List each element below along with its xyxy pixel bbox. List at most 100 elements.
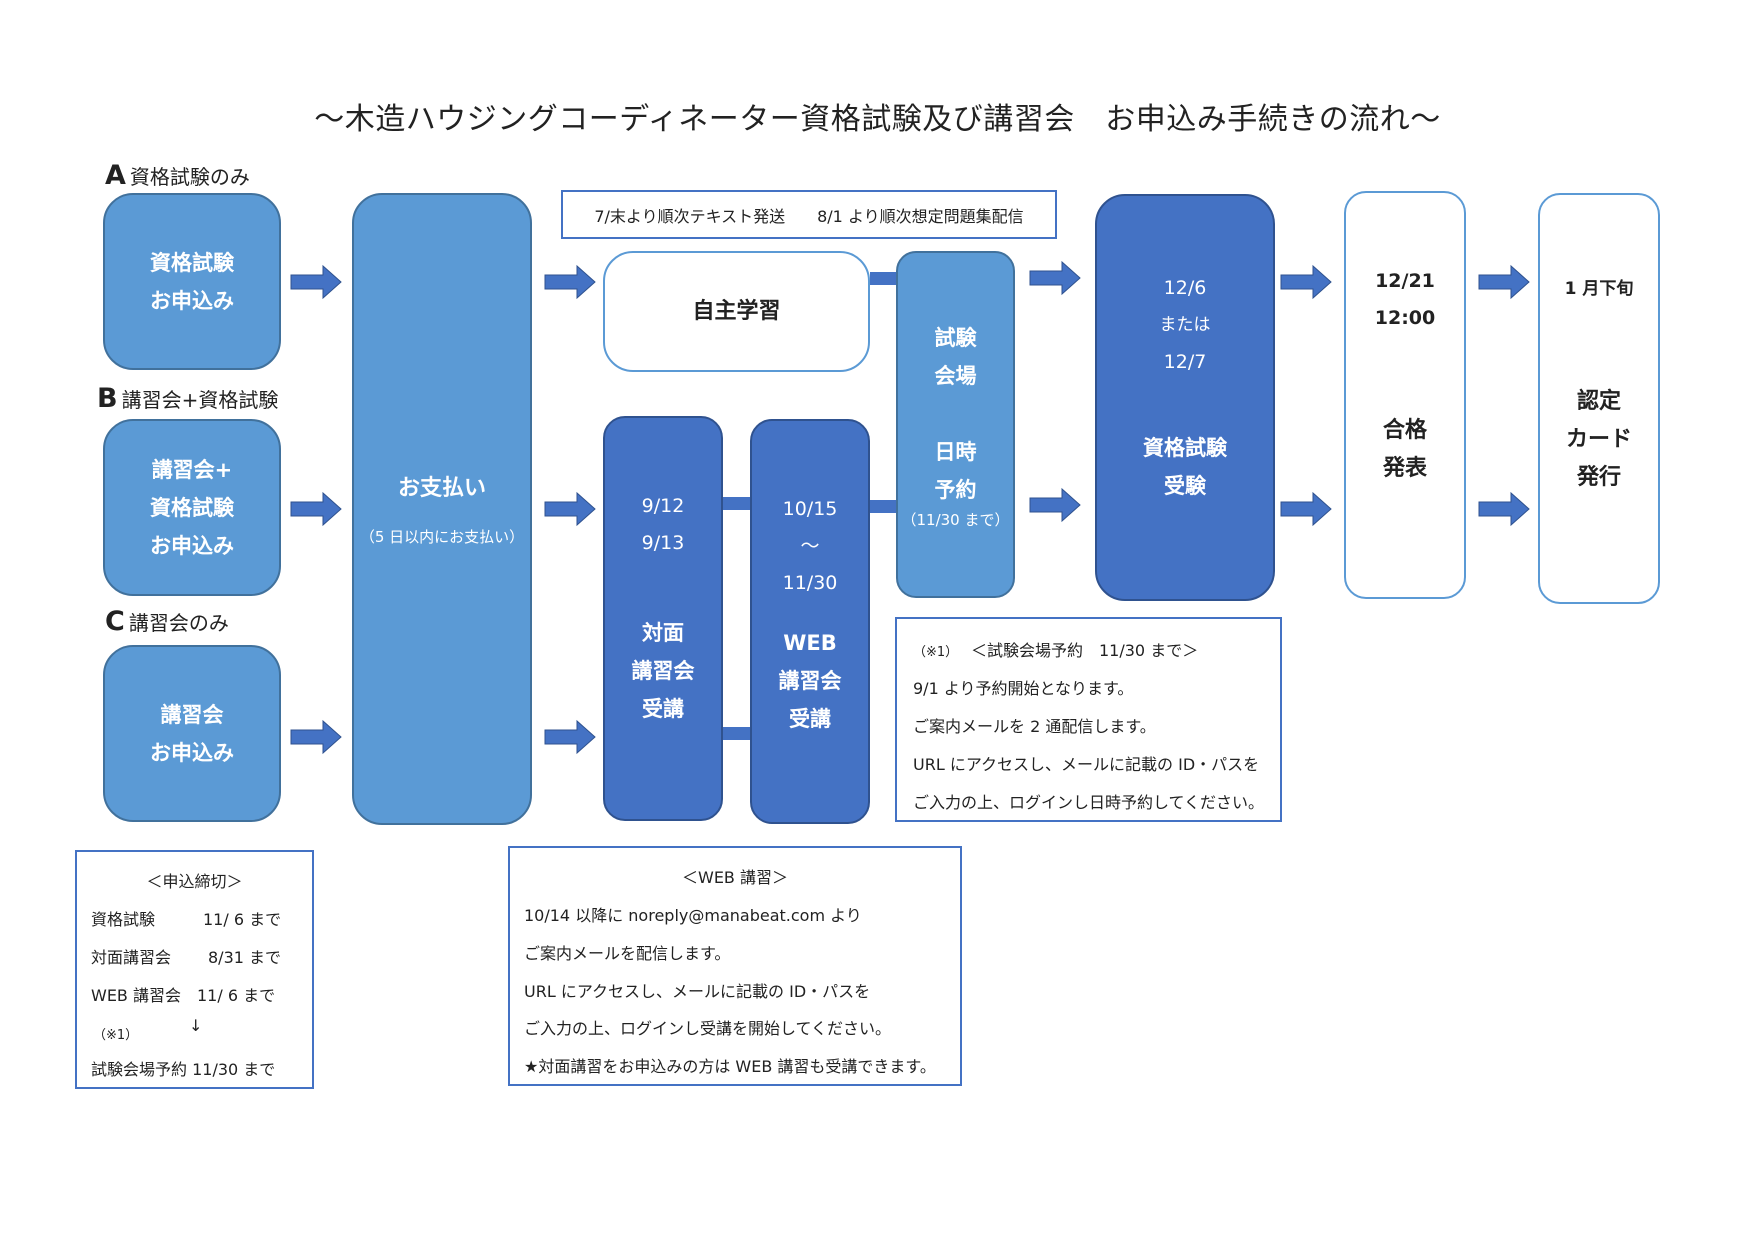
- face-lecture-label-3: 受講: [642, 697, 684, 721]
- connector-web-reserve: [870, 500, 896, 513]
- exam-label-2: 受験: [1164, 474, 1206, 498]
- apply-c-line-2: お申込み: [150, 740, 234, 765]
- exam-date-2: または: [1159, 315, 1211, 335]
- page-title: ～木造ハウジングコーディネーター資格試験及び講習会 お申込み手続きの流れ～: [314, 102, 1441, 137]
- card-box: 1 月下旬 認定 カード 発行: [1538, 193, 1660, 604]
- arrow-apply-c: [290, 720, 342, 754]
- web-lecture-date-2: ～: [800, 535, 820, 557]
- deadline-note: ＜申込締切＞ 資格試験 11/ 6 まで 対面講習会 8/31 まで WEB 講…: [75, 850, 314, 1089]
- group-a-text: 資格試験のみ: [129, 165, 250, 189]
- reservation-note: （11/30 まで）: [901, 510, 1010, 529]
- deadline-row-2-name: 対面講習会: [91, 948, 172, 967]
- arrow-pay-study: [544, 265, 596, 299]
- group-a-letter: A: [105, 160, 126, 191]
- exam-date-3: 12/7: [1163, 351, 1207, 373]
- exam-box: 12/6 または 12/7 資格試験 受験: [1095, 194, 1275, 601]
- web-note-line-4: ご入力の上、ログインし受講を開始してください。: [524, 1019, 892, 1038]
- face-lecture-date-1: 9/12: [641, 495, 685, 517]
- apply-a-line-1: 資格試験: [150, 250, 234, 275]
- arrow-result-card-bottom: [1478, 492, 1530, 526]
- arrow-reserve-exam-bottom: [1029, 488, 1081, 522]
- arrow-reserve-exam-top: [1029, 261, 1081, 295]
- web-note-line-5: ★対面講習をお申込みの方は WEB 講習も受講できます。: [524, 1057, 936, 1076]
- reservation-note-line-3: URL にアクセスし、メールに記載の ID・パスを: [913, 755, 1260, 774]
- apply-a-line-2: お申込み: [150, 288, 234, 313]
- reservation-note-ref: （※1）: [913, 645, 959, 660]
- web-lecture-label-2: 講習会: [778, 669, 842, 693]
- arrow-apply-b: [290, 492, 342, 526]
- apply-b-line-1: 講習会+: [151, 457, 233, 482]
- reservation-note-header: ＜試験会場予約 11/30 まで＞: [971, 641, 1199, 660]
- text-shipping-notice-text: 7/末より順次テキスト発送 8/1 より順次想定問題集配信: [594, 206, 1024, 226]
- connector-face-web-top: [723, 497, 750, 510]
- web-lecture-date-3: 11/30: [782, 572, 838, 594]
- face-lecture-label-1: 対面: [642, 621, 684, 645]
- arrow-apply-a: [290, 265, 342, 299]
- apply-a-box: 資格試験 お申込み: [103, 193, 281, 370]
- payment-note: （5 日以内にお支払い）: [359, 528, 525, 546]
- reservation-note-line-1: 9/1 より予約開始となります。: [913, 679, 1134, 698]
- web-lecture-note: ＜WEB 講習＞ 10/14 以降に noreply@manabeat.com …: [508, 846, 962, 1086]
- exam-label-1: 資格試験: [1143, 436, 1227, 460]
- result-date-2: 12:00: [1374, 307, 1436, 329]
- reservation-note-line-2: ご案内メールを 2 通配信します。: [913, 717, 1156, 736]
- reservation-note: （※1） ＜試験会場予約 11/30 まで＞ 9/1 より予約開始となります。 …: [895, 617, 1282, 822]
- connector-face-web-bottom: [723, 727, 750, 740]
- reservation-label-2: 会場: [934, 363, 977, 388]
- arrow-result-card-top: [1478, 265, 1530, 299]
- web-lecture-box: 10/15 ～ 11/30 WEB 講習会 受講: [750, 419, 870, 824]
- web-note-line-1: 10/14 以降に noreply@manabeat.com より: [524, 906, 862, 925]
- deadline-down-arrow: ↓: [189, 1016, 203, 1035]
- deadline-header: ＜申込締切＞: [146, 872, 243, 891]
- text-shipping-notice: 7/末より順次テキスト発送 8/1 より順次想定問題集配信: [561, 190, 1057, 239]
- web-lecture-date-1: 10/15: [782, 498, 838, 520]
- arrow-exam-result-bottom: [1280, 492, 1332, 526]
- arrow-pay-face-c: [544, 720, 596, 754]
- deadline-last: 試験会場予約 11/30 まで: [91, 1060, 276, 1079]
- reservation-note-line-4: ご入力の上、ログインし日時予約してください。: [913, 793, 1265, 812]
- self-study-box: 自主学習: [603, 251, 870, 372]
- web-lecture-label-1: WEB: [783, 631, 837, 655]
- payment-label: お支払い: [397, 476, 486, 501]
- result-date-1: 12/21: [1375, 270, 1435, 292]
- connector-study-reserve: [870, 272, 896, 285]
- result-label-1: 合格: [1382, 418, 1427, 443]
- exam-date-1: 12/6: [1163, 277, 1207, 299]
- web-note-line-3: URL にアクセスし、メールに記載の ID・パスを: [524, 982, 871, 1001]
- face-lecture-date-2: 9/13: [641, 532, 685, 554]
- reservation-label-1: 試験: [934, 325, 977, 350]
- deadline-ref: （※1）: [93, 1028, 139, 1043]
- web-note-header: ＜WEB 講習＞: [682, 868, 788, 887]
- web-note-line-2: ご案内メールを配信します。: [524, 944, 731, 963]
- card-label-1: 認定: [1576, 389, 1621, 414]
- deadline-row-3-name: WEB 講習会: [91, 986, 181, 1005]
- apply-b-line-3: お申込み: [150, 533, 234, 558]
- card-label-2: カード: [1565, 427, 1632, 452]
- result-label-2: 発表: [1382, 456, 1427, 481]
- self-study-label: 自主学習: [692, 298, 781, 324]
- face-lecture-label-2: 講習会: [631, 659, 695, 683]
- apply-c-box: 講習会 お申込み: [103, 645, 281, 822]
- group-c-letter: C: [105, 606, 125, 637]
- reservation-label-3: 日時: [934, 439, 977, 464]
- apply-c-line-1: 講習会: [160, 702, 224, 727]
- deadline-row-1-value: 11/ 6 まで: [203, 910, 282, 929]
- group-b-text: 講習会+資格試験: [121, 388, 279, 412]
- arrow-pay-face: [544, 492, 596, 526]
- group-c-text: 講習会のみ: [128, 611, 229, 635]
- deadline-row-1-name: 資格試験: [91, 910, 156, 929]
- reservation-box: 試験 会場 日時 予約 （11/30 まで）: [896, 251, 1015, 598]
- apply-b-box: 講習会+ 資格試験 お申込み: [103, 419, 281, 596]
- arrow-exam-result-top: [1280, 265, 1332, 299]
- reservation-label-4: 予約: [934, 477, 977, 502]
- payment-box: お支払い （5 日以内にお支払い）: [352, 193, 532, 825]
- web-lecture-label-3: 受講: [789, 707, 831, 731]
- result-box: 12/21 12:00 合格 発表: [1344, 191, 1466, 599]
- apply-b-line-2: 資格試験: [150, 495, 234, 520]
- card-date: 1 月下旬: [1564, 279, 1634, 299]
- group-b-letter: B: [97, 383, 118, 414]
- card-label-3: 発行: [1576, 465, 1621, 490]
